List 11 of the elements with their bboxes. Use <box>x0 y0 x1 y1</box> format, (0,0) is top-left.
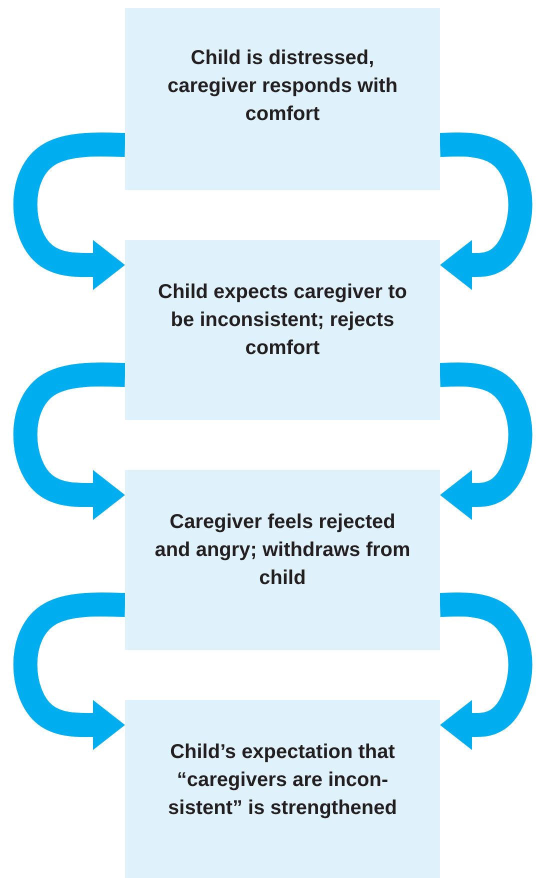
box-text: Caregiver feels rejected and angry; withdraws from child <box>154 510 412 591</box>
curved-arrow <box>438 592 532 750</box>
process-box <box>125 470 440 650</box>
process-box <box>125 8 440 190</box>
box-text: Child’s expectation that “caregivers are incon- sistent” is strengthened <box>167 740 398 821</box>
process-box <box>125 700 440 878</box>
curved-arrow <box>438 132 532 290</box>
curved-arrow <box>438 362 532 520</box>
box-text: Child is distressed, caregiver responds with comfort <box>166 46 399 127</box>
process-box <box>125 240 440 420</box>
box-text: Child expects caregiver to be inconsistent; rejects comfort <box>157 280 408 361</box>
